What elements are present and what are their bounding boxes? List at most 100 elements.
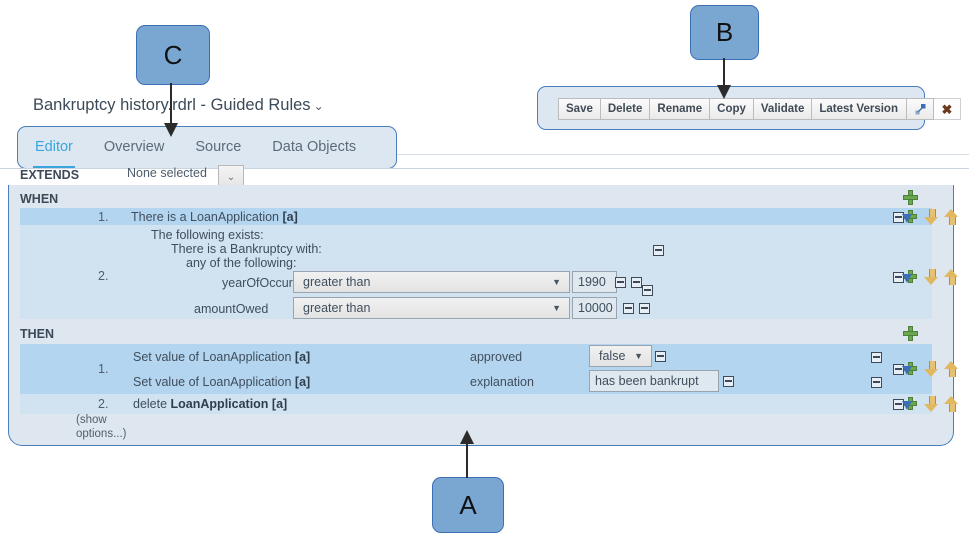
constraint-2-operator-value: greater than [303, 301, 371, 315]
callout-b-arrow-head [717, 85, 731, 99]
tab-data-objects[interactable]: Data Objects [272, 138, 357, 155]
move-up-arrow-icon[interactable] [944, 209, 959, 225]
collapse-minus-icon[interactable] [623, 303, 634, 314]
when-label: WHEN [20, 192, 59, 206]
tab-source[interactable]: Source [195, 138, 242, 155]
callout-c: C [136, 25, 210, 85]
extends-label: EXTENDS [20, 168, 80, 182]
tab-bar-highlight: Editor Overview Source Data Objects [17, 126, 397, 169]
version-dropdown[interactable]: Latest Version ⌄ [812, 98, 920, 120]
callout-a-arrow-head [460, 430, 474, 444]
move-up-arrow-icon[interactable] [944, 361, 959, 377]
delete-button[interactable]: Delete [600, 98, 651, 120]
close-button[interactable]: ✖ [934, 98, 961, 120]
callout-a-arrow-line [466, 443, 468, 478]
then-label: THEN [20, 327, 55, 341]
callout-c-arrow-line [170, 83, 172, 125]
rename-button[interactable]: Rename [650, 98, 711, 120]
then-action-1-field: approved [470, 350, 523, 364]
save-button[interactable]: Save [558, 98, 601, 120]
move-down-arrow-icon[interactable] [924, 269, 939, 285]
copy-button[interactable]: Copy [710, 98, 754, 120]
move-up-arrow-icon[interactable] [944, 269, 959, 285]
move-down-arrow-icon[interactable] [924, 361, 939, 377]
then-action-2-value-input[interactable]: has been bankrupt [589, 370, 719, 392]
when-row-2-line3: any of the following: [186, 256, 297, 270]
then-row-2-actions [902, 396, 959, 412]
then-action-1-text: Set value of LoanApplication [a] [133, 350, 310, 364]
then-action-2-label: Set value of LoanApplication [133, 375, 295, 389]
add-green-plus-icon[interactable] [903, 326, 918, 341]
tabbar-bottom-divider [0, 168, 969, 169]
callout-b: B [690, 5, 759, 60]
expand-button[interactable] [906, 98, 934, 120]
then-add-actions [903, 326, 918, 341]
move-down-arrow-icon[interactable] [924, 209, 939, 225]
callout-a-label: A [459, 489, 477, 520]
tab-list: Editor Overview Source Data Objects [18, 127, 396, 169]
page-title: Bankruptcy history.rdrl - Guided Rules⌄ [33, 96, 324, 115]
constraint-1-operator-select[interactable]: greater than ▼ [293, 271, 570, 293]
collapse-minus-icon[interactable] [871, 377, 882, 388]
then-row-2-text: delete LoanApplication [a] [133, 397, 287, 411]
validate-button[interactable]: Validate [753, 98, 813, 120]
header-divider [397, 154, 969, 155]
then-row-2-number: 2. [98, 397, 109, 411]
when-row-1-actions [902, 209, 959, 225]
then-row-2[interactable] [20, 394, 932, 414]
add-with-arrow-icon[interactable] [902, 269, 919, 285]
collapse-minus-icon[interactable] [723, 376, 734, 387]
then-row-1[interactable] [20, 344, 932, 394]
tab-overview[interactable]: Overview [103, 138, 165, 155]
when-row-1-pattern: There is a LoanApplication [131, 210, 283, 224]
when-row-1-binding: [a] [282, 210, 298, 224]
collapse-minus-icon[interactable] [615, 277, 626, 288]
add-with-arrow-icon[interactable] [902, 361, 919, 377]
collapse-minus-icon[interactable] [653, 245, 664, 256]
collapse-minus-icon[interactable] [871, 352, 882, 363]
when-row-1[interactable] [20, 208, 932, 225]
when-row-2-line1: The following exists: [151, 228, 264, 242]
callout-c-arrow-head [164, 123, 178, 137]
then-row-1-number: 1. [98, 362, 109, 376]
window-controls: ✖ [906, 98, 961, 120]
constraint-2-value-input[interactable]: 10000 [572, 297, 617, 319]
collapse-minus-icon[interactable] [655, 351, 666, 362]
chevron-down-icon: ▼ [552, 277, 561, 287]
chevron-down-icon: ▼ [634, 351, 643, 361]
show-options-link[interactable]: (show options...) [76, 414, 127, 440]
add-with-arrow-icon[interactable] [902, 209, 919, 225]
callout-b-label: B [715, 17, 734, 47]
constraint-1-value-input[interactable]: 1990 [572, 271, 617, 293]
when-row-2-line2: There is a Bankruptcy with: [171, 242, 322, 256]
move-down-arrow-icon[interactable] [924, 396, 939, 412]
collapse-minus-icon[interactable] [642, 285, 653, 296]
tab-editor[interactable]: Editor [33, 138, 75, 169]
then-row-2-verb: delete [133, 397, 171, 411]
callout-c-label: C [163, 39, 183, 70]
then-action-1-value-select[interactable]: false ▼ [589, 345, 652, 367]
chevron-down-icon[interactable]: ⌄ [313, 99, 324, 113]
constraint-1-operator-value: greater than [303, 275, 371, 289]
constraint-2-field: amountOwed [194, 302, 269, 316]
then-action-2-binding: [a] [294, 375, 311, 389]
move-up-arrow-icon[interactable] [944, 396, 959, 412]
when-row-1-number: 1. [98, 210, 109, 224]
when-row-2-number: 2. [98, 269, 109, 283]
version-dropdown-label: Latest Version [819, 103, 898, 115]
then-action-1-label: Set value of LoanApplication [133, 350, 295, 364]
collapse-minus-icon[interactable] [639, 303, 650, 314]
collapse-minus-icon[interactable] [631, 277, 642, 288]
then-action-1-binding: [a] [294, 350, 311, 364]
then-row-1-actions [902, 361, 959, 377]
constraint-2-operator-select[interactable]: greater than ▼ [293, 297, 570, 319]
extends-row: EXTENDS None selected ⌄ [20, 165, 950, 189]
close-icon: ✖ [941, 101, 953, 117]
add-with-arrow-icon[interactable] [902, 396, 919, 412]
then-row-2-binding: LoanApplication [a] [170, 397, 288, 411]
when-row-2-actions [902, 269, 959, 285]
then-action-1-value: false [599, 349, 626, 363]
extends-value: None selected [127, 166, 207, 180]
add-green-plus-icon[interactable] [903, 190, 918, 205]
expand-icon [915, 103, 925, 114]
